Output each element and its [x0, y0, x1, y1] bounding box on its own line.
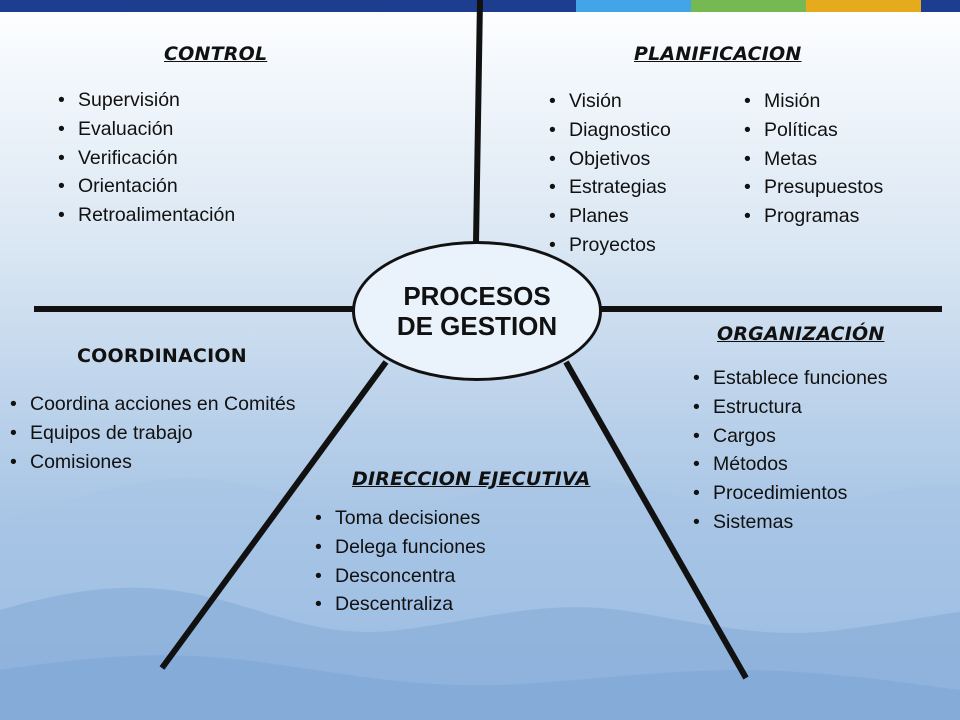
- list-item: Presupuestos: [744, 173, 883, 202]
- list-item: Estrategias: [549, 173, 671, 202]
- control-heading: CONTROL: [164, 43, 268, 65]
- bar-segment-gold: [806, 0, 921, 12]
- list-item: Descentraliza: [315, 590, 486, 619]
- list-item: Políticas: [744, 116, 883, 145]
- list-item: Proyectos: [549, 231, 671, 260]
- list-item: Métodos: [693, 450, 888, 479]
- organizacion-list: Establece funciones Estructura Cargos Mé…: [693, 364, 888, 537]
- list-item: Evaluación: [58, 115, 235, 144]
- list-item: Estructura: [693, 393, 888, 422]
- planificacion-list-right: Misión Políticas Metas Presupuestos Prog…: [744, 87, 883, 231]
- control-list: Supervisión Evaluación Verificación Orie…: [58, 86, 235, 230]
- planificacion-heading: PLANIFICACION: [634, 43, 802, 65]
- direccion-heading: DIRECCION EJECUTIVA: [352, 468, 591, 490]
- line-bottom-right: [563, 360, 749, 680]
- list-item: Comisiones: [10, 448, 296, 477]
- list-item: Establece funciones: [693, 364, 888, 393]
- direccion-list: Toma decisiones Delega funciones Desconc…: [315, 504, 486, 619]
- top-color-bar: [0, 0, 960, 12]
- list-item: Cargos: [693, 422, 888, 451]
- coordinacion-list: Coordina acciones en Comités Equipos de …: [10, 390, 296, 476]
- planificacion-list-left: Visión Diagnostico Objetivos Estrategias…: [549, 87, 671, 260]
- list-item: Visión: [549, 87, 671, 116]
- line-top: [473, 0, 483, 244]
- bar-segment-navy: [0, 0, 576, 12]
- list-item: Metas: [744, 145, 883, 174]
- line-bottom-left: [159, 360, 389, 670]
- list-item: Diagnostico: [549, 116, 671, 145]
- list-item: Misión: [744, 87, 883, 116]
- bar-segment-blue: [576, 0, 691, 12]
- bar-segment-green: [691, 0, 806, 12]
- coordinacion-heading: COORDINACION: [77, 345, 247, 367]
- center-node: PROCESOS DE GESTION: [352, 241, 602, 381]
- list-item: Coordina acciones en Comités: [10, 390, 296, 419]
- list-item: Programas: [744, 202, 883, 231]
- list-item: Procedimientos: [693, 479, 888, 508]
- list-item: Sistemas: [693, 508, 888, 537]
- list-item: Desconcentra: [315, 562, 486, 591]
- list-item: Supervisión: [58, 86, 235, 115]
- organizacion-heading: ORGANIZACIÓN: [717, 323, 885, 345]
- center-title: PROCESOS DE GESTION: [396, 281, 558, 341]
- list-item: Retroalimentación: [58, 201, 235, 230]
- list-item: Delega funciones: [315, 533, 486, 562]
- list-item: Orientación: [58, 172, 235, 201]
- list-item: Planes: [549, 202, 671, 231]
- list-item: Toma decisiones: [315, 504, 486, 533]
- list-item: Verificación: [58, 144, 235, 173]
- list-item: Objetivos: [549, 145, 671, 174]
- list-item: Equipos de trabajo: [10, 419, 296, 448]
- bar-segment-navy-end: [921, 0, 960, 12]
